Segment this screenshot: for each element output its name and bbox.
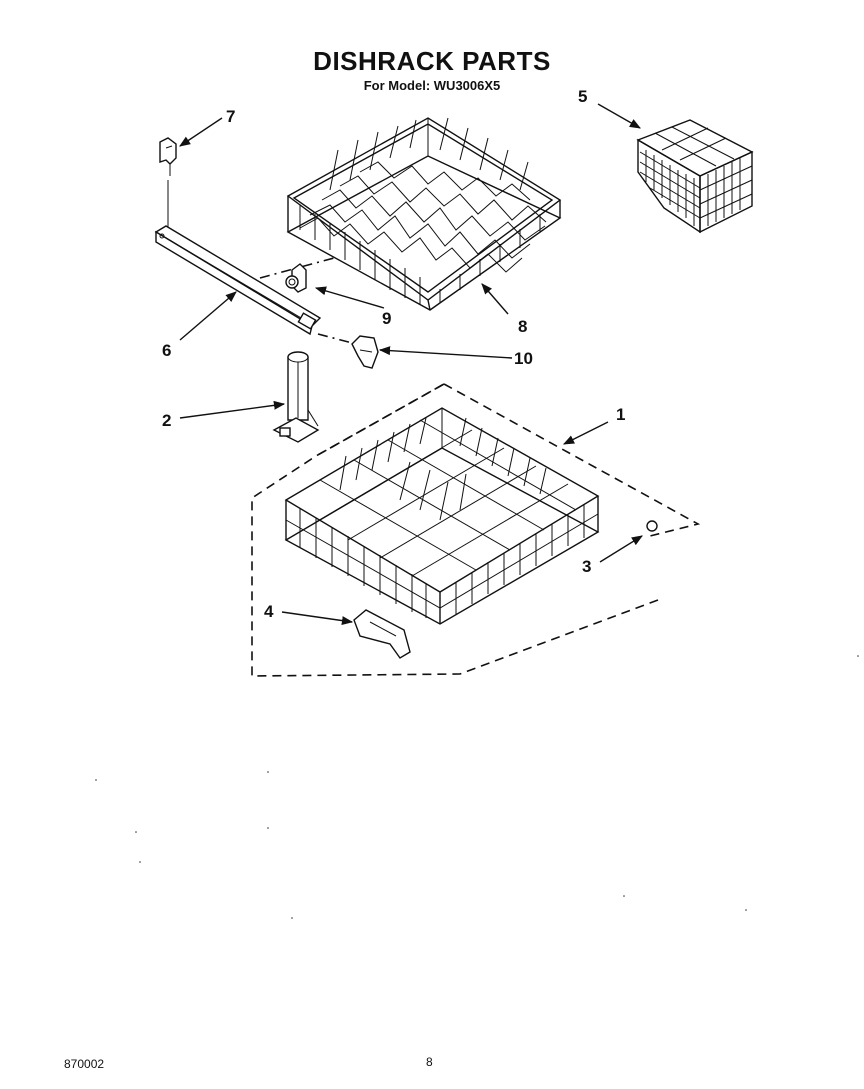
utensil-basket-part xyxy=(636,119,754,234)
rack-stop-part xyxy=(351,335,379,369)
callout-10: 10 xyxy=(514,349,533,368)
rack-slide-rail-part xyxy=(154,225,322,336)
callout-9: 9 xyxy=(382,309,392,328)
document-number: 870002 xyxy=(64,1057,105,1071)
model-subtitle: For Model: WU3006X5 xyxy=(363,78,501,93)
callout-4: 4 xyxy=(264,602,274,621)
callout-8: 8 xyxy=(518,317,528,336)
callout-1: 1 xyxy=(616,405,626,424)
callout-6: 6 xyxy=(162,341,172,360)
page-title: DISHRACK PARTS xyxy=(313,46,551,76)
callout-5: 5 xyxy=(578,87,588,106)
lower-dishrack-part xyxy=(284,407,600,625)
rack-roller-part xyxy=(285,263,307,293)
callout-2: 2 xyxy=(162,411,172,430)
callout-7: 7 xyxy=(226,107,236,126)
rack-wheel-part xyxy=(646,520,658,532)
callout-leaders xyxy=(179,103,643,626)
callout-3: 3 xyxy=(582,557,592,576)
rack-handle-part xyxy=(353,609,411,659)
page-number: 8 xyxy=(426,1055,433,1069)
scan-specks xyxy=(95,655,859,919)
rack-clip-part xyxy=(159,137,177,228)
upper-dishrack-part xyxy=(286,117,562,311)
spray-tube-part xyxy=(272,351,320,443)
